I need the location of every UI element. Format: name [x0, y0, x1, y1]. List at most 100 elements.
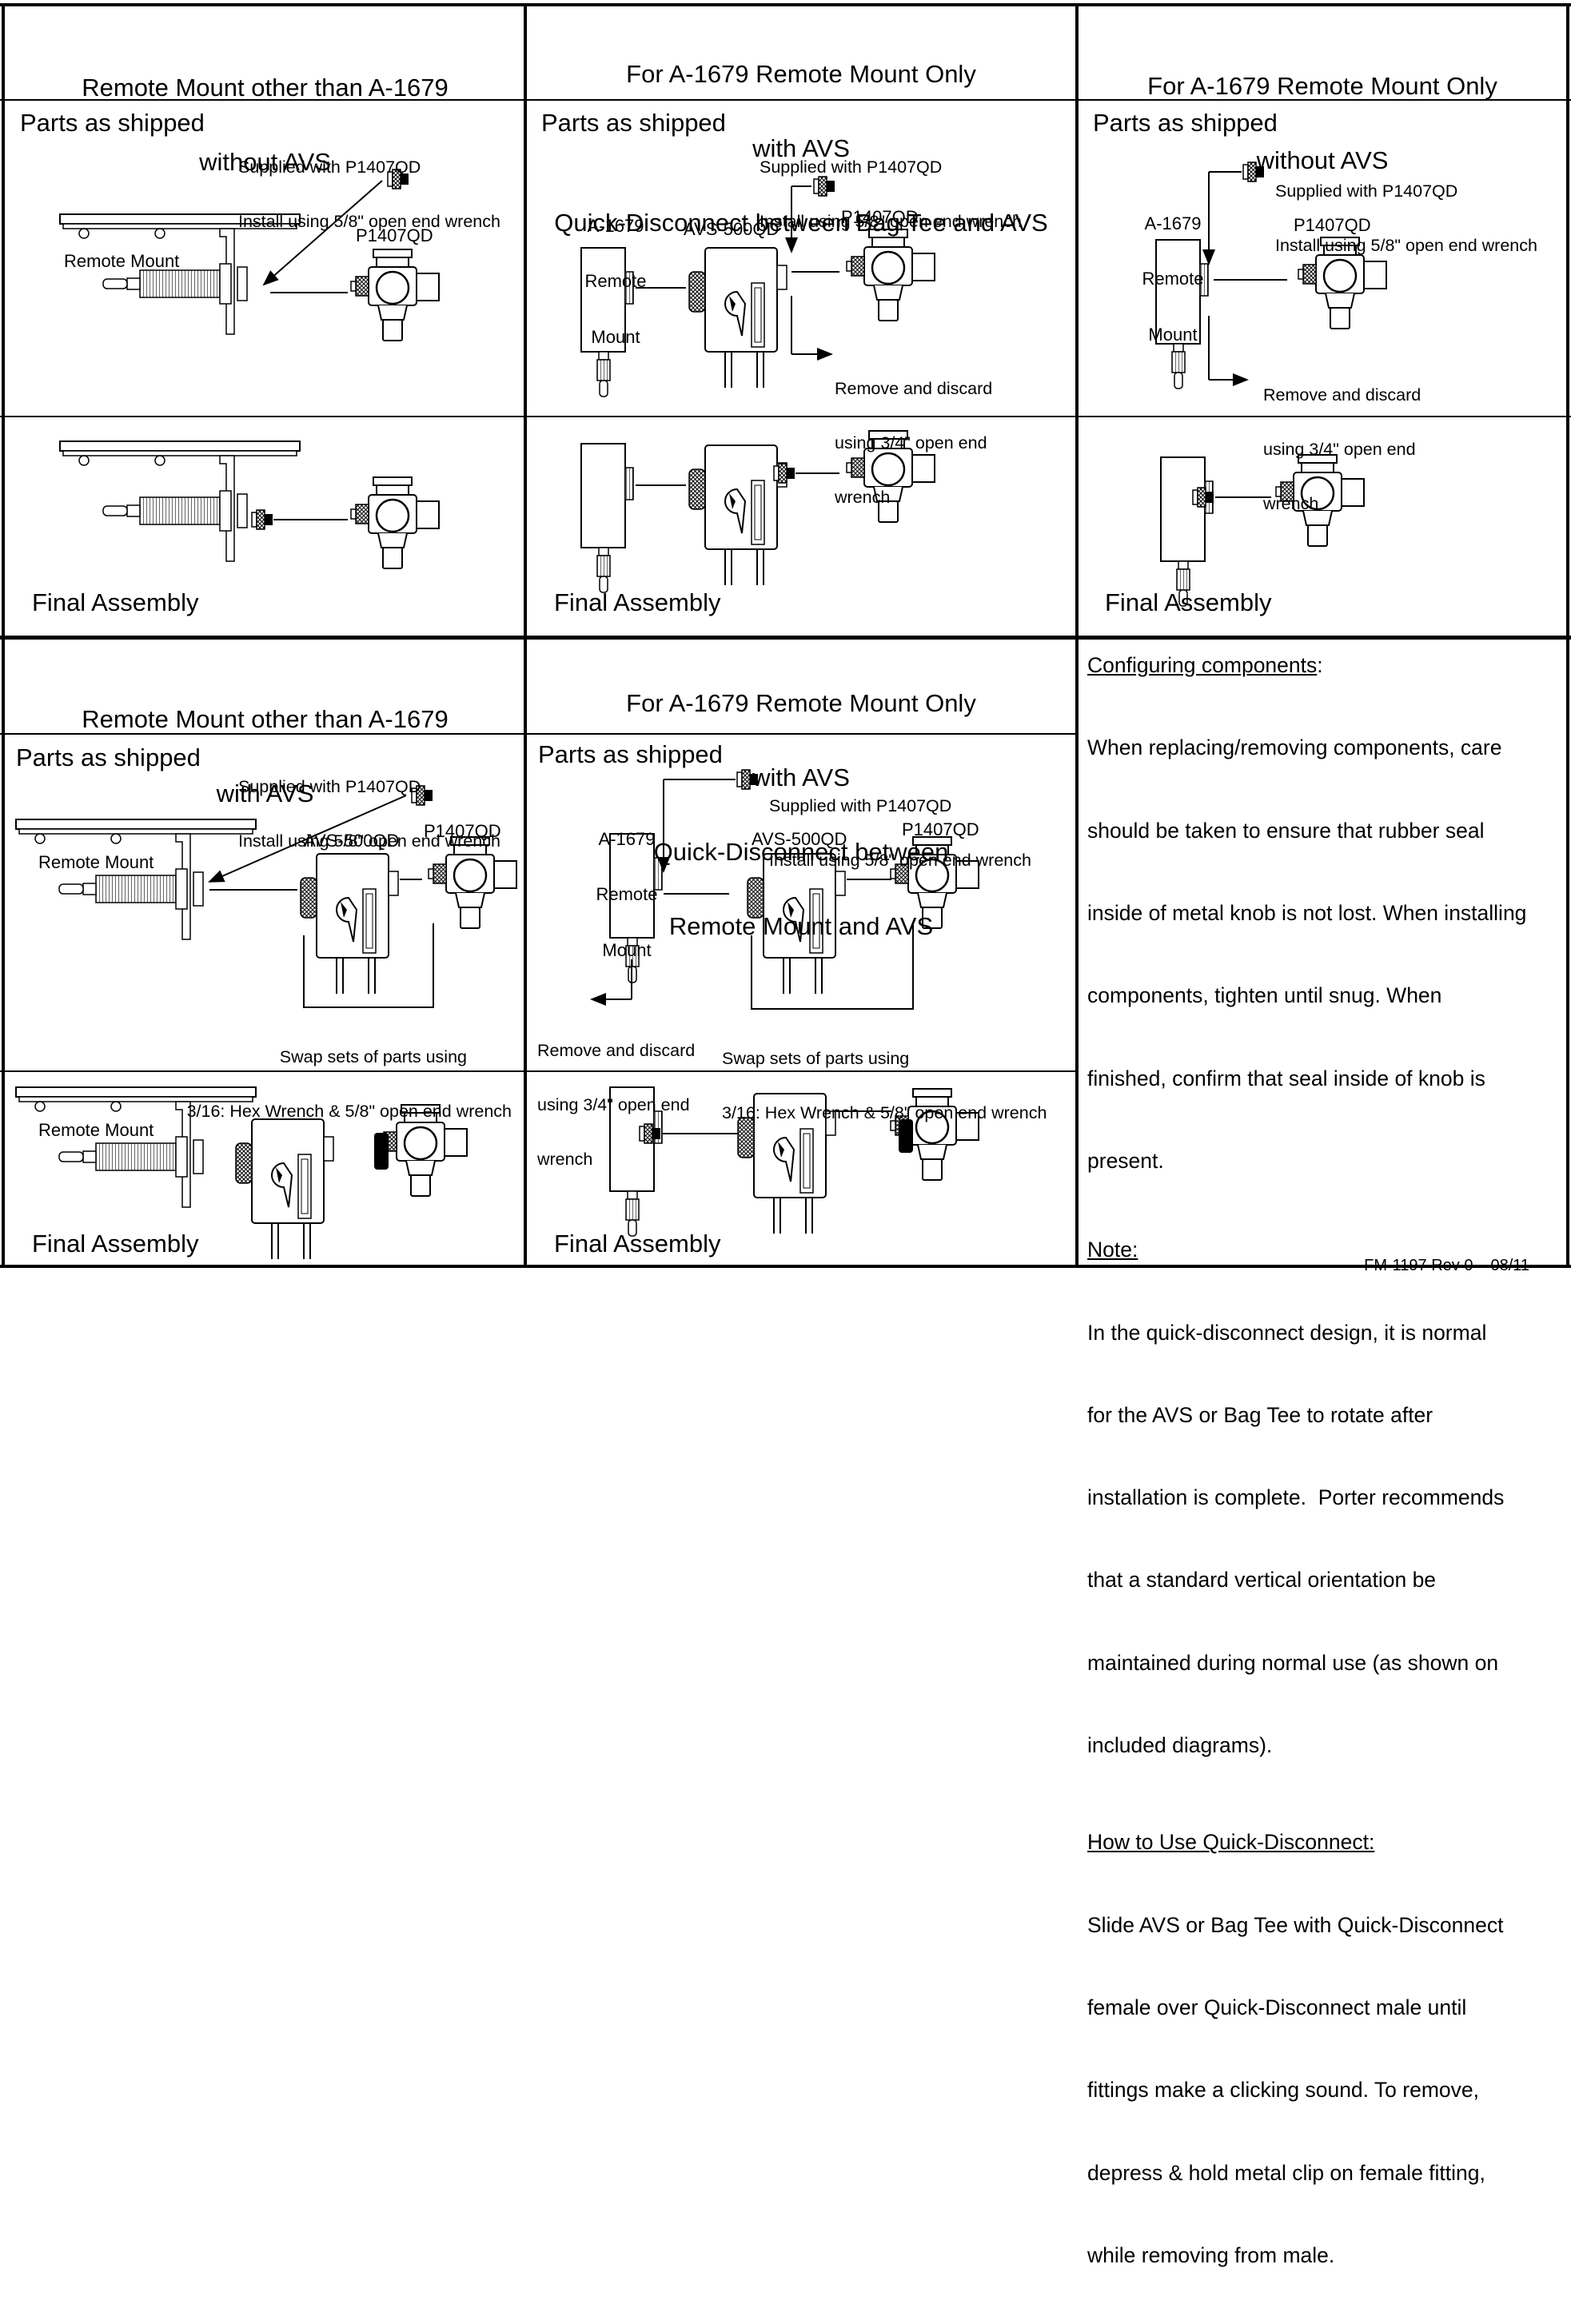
outer-top-border	[0, 3, 1571, 6]
panel4-avs-label: AVS-500QD	[304, 831, 400, 851]
panel2-remove-line3: wrench	[835, 487, 891, 507]
row-divider-middle	[0, 636, 1571, 640]
panel4-supplied-line1: Supplied with P1407QD	[238, 777, 421, 797]
panel5-mount-label: A-1679 Remote Mount	[579, 793, 675, 978]
panel4-title-line2: with AVS	[216, 779, 314, 807]
panel3-supplied-line1: Supplied with P1407QD	[1275, 181, 1458, 201]
panel5-remove-line2: using 3/4" open end	[537, 1094, 690, 1114]
instructions-panel: Configuring components: When replacing/r…	[1087, 652, 1559, 2324]
panel4-supplied-line2: Install using 5/8" open end wrench	[238, 831, 500, 851]
panel1-supplied-line1: Supplied with P1407QD	[238, 157, 421, 177]
note-heading: Note:	[1087, 1238, 1138, 1262]
panel5-remove-line3: wrench	[537, 1149, 593, 1169]
panel3-title: For A-1679 Remote Mount Only without AVS	[1079, 24, 1566, 197]
parts-drawings	[15, 161, 1388, 1260]
panel2-part-label: P1407QD	[841, 207, 919, 227]
howto-line: while removing from male.	[1087, 2242, 1335, 2267]
panel5-remove-note: Remove and discard using 3/4" open end w…	[537, 1006, 695, 1186]
panel5-title: For A-1679 Remote Mount Only with AVS Qu…	[527, 641, 1075, 963]
howto-line: fittings make a clicking sound. To remov…	[1087, 2078, 1479, 2103]
howto-line: Slide AVS or Bag Tee with Quick-Disconne…	[1087, 1912, 1504, 1937]
panel2-parts-as-shipped: Parts as shipped	[541, 109, 726, 137]
configuring-line: should be taken to ensure that rubber se…	[1087, 818, 1485, 843]
configuring-line: components, tighten until snug. When	[1087, 983, 1442, 1008]
panel3-part-label: P1407QD	[1294, 215, 1371, 235]
panel4-swap-note: Swap sets of parts using 3/16: Hex Wrenc…	[168, 1012, 512, 1138]
configuring-text: When replacing/removing components, care…	[1087, 679, 1559, 1230]
panel5-title-line1: For A-1679 Remote Mount Only	[626, 689, 976, 717]
panel3-title-line1: For A-1679 Remote Mount Only	[1147, 72, 1497, 100]
panel3-mount-line3: Mount	[1148, 324, 1198, 345]
panel5-title-line2: with AVS	[752, 763, 850, 791]
title-divider-bottom	[0, 733, 1077, 735]
panel2-remove-line2: using 3/4" open end	[835, 433, 987, 452]
note-line: In the quick-disconnect design, it is no…	[1087, 1320, 1487, 1345]
note-text: In the quick-disconnect design, it is no…	[1087, 1264, 1559, 1815]
note-line: included diagrams).	[1087, 1733, 1273, 1758]
configuring-heading-row: Configuring components:	[1087, 652, 1559, 679]
form-date: 08/11	[1490, 1257, 1530, 1274]
panel5-swap-line2: 3/16: Hex Wrench & 5/8" open end wrench	[722, 1102, 1047, 1122]
panel3-mount-line2: Remote	[1142, 269, 1204, 289]
panel2-avs-label: AVS-500QD	[684, 219, 780, 239]
panel5-supplied-line2: Install using 5/8" open end wrench	[769, 850, 1031, 870]
panel3-supplied-note: Supplied with P1407QD Install using 5/8"…	[1275, 146, 1537, 273]
panel4-part-label: P1407QD	[424, 821, 501, 841]
panel2-title: For A-1679 Remote Mount Only with AVS Qu…	[527, 12, 1075, 260]
title-divider-top	[0, 99, 1571, 101]
panel3-title-line2: without AVS	[1256, 146, 1389, 174]
panel2-title-line1: For A-1679 Remote Mount Only	[626, 60, 976, 88]
panel3-remove-line3: wrench	[1263, 493, 1319, 513]
panel5-avs-label: AVS-500QD	[752, 829, 847, 849]
howto-line: depress & hold metal clip on female fitt…	[1087, 2160, 1485, 2185]
configuring-heading-colon: :	[1317, 653, 1323, 677]
panel5-mount-line1: A-1679	[598, 829, 656, 850]
configuring-line: When replacing/removing components, care	[1087, 735, 1502, 760]
panel4-swap-line2: 3/16: Hex Wrench & 5/8" open end wrench	[186, 1101, 512, 1121]
panel4-remote-mount-label: Remote Mount	[38, 852, 154, 872]
note-line: for the AVS or Bag Tee to rotate after	[1087, 1402, 1433, 1427]
panel4-title: Remote Mount other than A-1679 with AVS	[6, 657, 524, 831]
panel2-mount-line2: Remote	[584, 271, 647, 292]
howto-text: Slide AVS or Bag Tee with Quick-Disconne…	[1087, 1856, 1559, 2324]
panel3-remove-line2: using 3/4" open end	[1263, 439, 1416, 459]
panel5-title-line4: Remote Mount and AVS	[668, 912, 934, 940]
panel5-supplied-line1: Supplied with P1407QD	[769, 796, 952, 816]
panel3-remove-note: Remove and discard using 3/4" open end w…	[1263, 350, 1421, 531]
howto-heading: How to Use Quick-Disconnect:	[1087, 1830, 1375, 1855]
panel4-swap-line1: Swap sets of parts using	[279, 1047, 467, 1067]
panel2-mount-label: A-1679 Remote Mount	[568, 180, 664, 365]
panel2-title-line2: with AVS	[752, 134, 850, 162]
configuring-line: present.	[1087, 1148, 1164, 1173]
configuring-line: finished, confirm that seal inside of kn…	[1087, 1066, 1485, 1090]
panel3-parts-as-shipped: Parts as shipped	[1093, 109, 1278, 137]
sheet-grid	[0, 3, 1571, 1268]
panel2-mount-line1: A-1679	[587, 216, 644, 237]
panel2-supplied-line2: Install using 5/8" open end wrench	[760, 211, 1022, 231]
panel5-swap-line1: Swap sets of parts using	[722, 1049, 910, 1069]
note-line: that a standard vertical orientation be	[1087, 1568, 1437, 1593]
panel5-parts-as-shipped: Parts as shipped	[538, 740, 723, 768]
panel5-mount-line2: Remote	[596, 884, 658, 905]
form-number: FM-1197 Rev 0	[1364, 1257, 1473, 1274]
panel2-supplied-note: Supplied with P1407QD Install using 5/8"…	[760, 122, 1022, 249]
section-divider-bottom	[0, 1070, 1077, 1072]
panel5-mount-line3: Mount	[602, 939, 652, 960]
panel1-remote-mount-label: Remote Mount	[64, 251, 180, 271]
panel5-title-line3: Quick-Disconnect between	[653, 838, 949, 866]
panel1-supplied-line2: Install using 5/8" open end wrench	[238, 211, 500, 231]
configuring-line: inside of metal knob is not lost. When i…	[1087, 900, 1527, 925]
panel4-title-line1: Remote Mount other than A-1679	[82, 705, 449, 733]
panel3-mount-label: A-1679 Remote Mount	[1125, 177, 1221, 362]
panel2-supplied-line1: Supplied with P1407QD	[760, 157, 943, 177]
panel5-remove-line1: Remove and discard	[537, 1041, 696, 1061]
panel1-final-assembly: Final Assembly	[32, 588, 199, 616]
panel1-title: Remote Mount other than A-1679 without A…	[6, 26, 524, 199]
panel2-title-line3: Quick-Disconnect between Bag Tee and AVS	[554, 209, 1048, 237]
panel3-mount-line1: A-1679	[1144, 213, 1202, 234]
panel4-parts-as-shipped: Parts as shipped	[16, 743, 201, 771]
panel2-remove-line1: Remove and discard	[835, 379, 993, 399]
panel1-title-line2: without AVS	[199, 148, 331, 176]
section-divider-top	[0, 416, 1571, 417]
panel1-part-label: P1407QD	[356, 225, 433, 245]
